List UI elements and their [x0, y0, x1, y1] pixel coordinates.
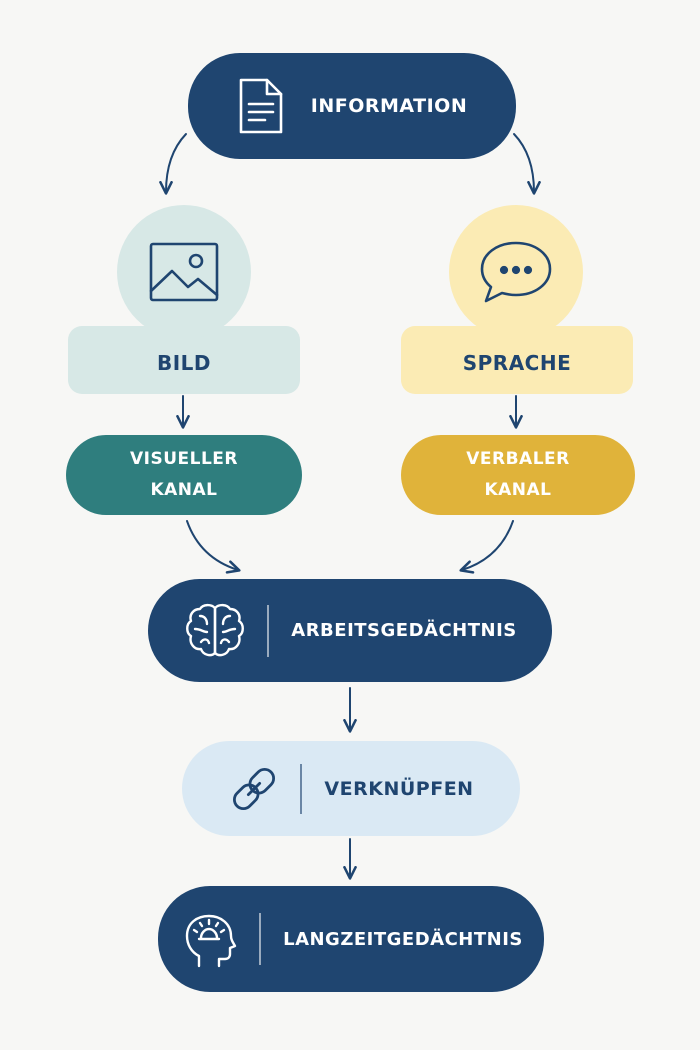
bild-icon-circle [117, 205, 251, 339]
arrow-verbal-to-arbeit [459, 520, 514, 574]
arrow-visuell-to-arbeit [186, 520, 241, 574]
verknuepfen-separator [300, 763, 303, 814]
speech-bubble-icon [478, 239, 554, 305]
information-node: INFORMATION [188, 53, 516, 159]
chain-link-icon [228, 763, 280, 815]
bild-label: BILD [156, 351, 212, 375]
sprache-label: SPRACHE [462, 351, 572, 375]
head-idea-icon [179, 908, 239, 970]
arbeitsgedaechtnis-separator [267, 604, 270, 657]
brain-icon [183, 602, 247, 660]
document-icon [237, 76, 285, 136]
arbeitsgedaechtnis-node: ARBEITSGEDÄCHTNIS [148, 579, 552, 682]
visueller-kanal-node: VISUELLER KANAL [66, 435, 302, 515]
arrow-info-to-bild [159, 133, 187, 195]
arrow-info-to-sprache [513, 133, 541, 195]
verbaler-kanal-label: VERBALER KANAL [466, 449, 570, 500]
langzeitgedaechtnis-separator [259, 913, 262, 965]
verknuepfen-label: VERKNÜPFEN [324, 777, 474, 800]
information-label: INFORMATION [310, 95, 468, 117]
verknuepfen-node: VERKNÜPFEN [182, 741, 520, 836]
image-icon [148, 241, 220, 303]
visueller-kanal-label: VISUELLER KANAL [129, 449, 238, 500]
langzeitgedaechtnis-label: LANGZEITGEDÄCHTNIS [283, 928, 523, 950]
sprache-icon-circle [449, 205, 583, 339]
verbaler-kanal-node: VERBALER KANAL [401, 435, 635, 515]
arbeitsgedaechtnis-label: ARBEITSGEDÄCHTNIS [291, 620, 517, 641]
langzeitgedaechtnis-node: LANGZEITGEDÄCHTNIS [158, 886, 544, 992]
